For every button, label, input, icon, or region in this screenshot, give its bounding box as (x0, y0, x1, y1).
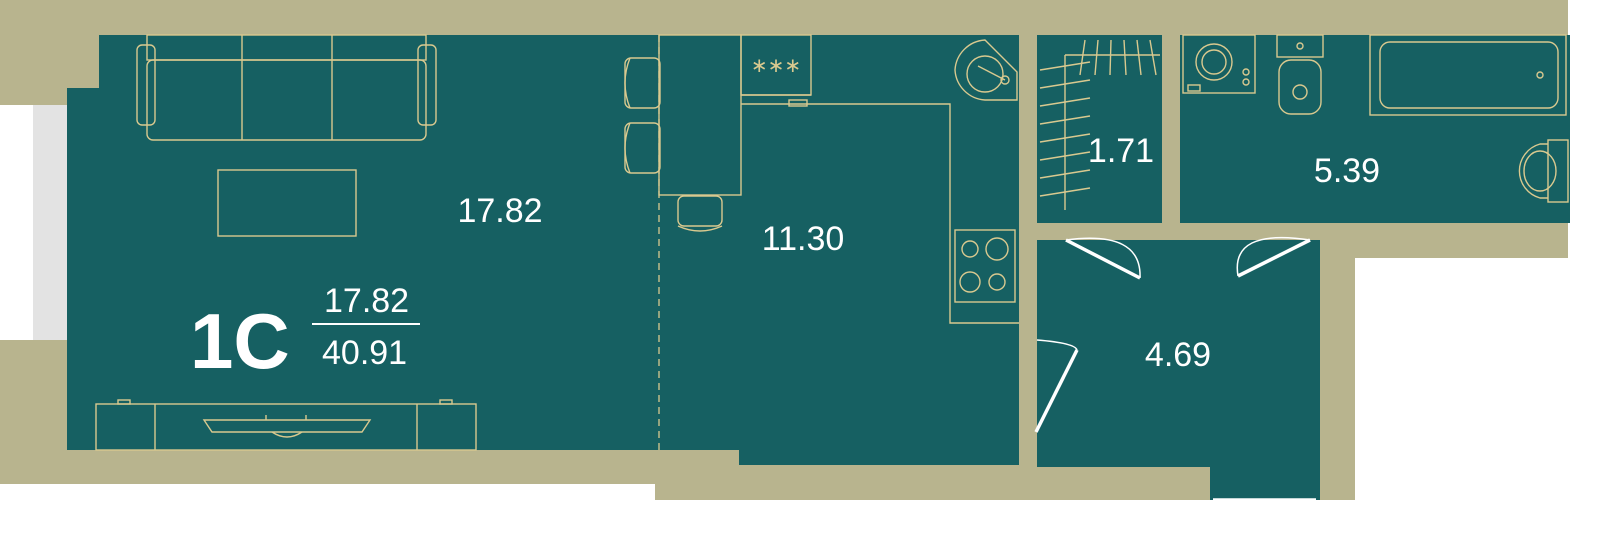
bathroom-fixtures (1182, 34, 1569, 203)
unit-type-label: 1С (190, 297, 290, 385)
living-room-floor (67, 35, 659, 450)
unit-badge: 1С 17.82 40.91 (190, 282, 420, 385)
bar-stool-icon (624, 57, 661, 109)
washbasin-icon (1518, 139, 1569, 203)
washing-machine-icon (1182, 34, 1256, 94)
toilet-icon (1276, 34, 1324, 115)
bathtub-icon (1369, 34, 1567, 116)
bathroom-area-label: 5.39 (1314, 152, 1380, 190)
living-room-area-label: 17.82 (457, 192, 542, 230)
kitchen-floor (659, 35, 1019, 465)
room-labels: 17.82 11.30 1.71 5.39 4.69 (457, 132, 1380, 374)
window (33, 105, 67, 340)
bathroom-door (1236, 236, 1311, 278)
tv-stand-icon (95, 399, 477, 451)
hallway-area-label: 4.69 (1145, 336, 1211, 374)
living-area-label: 17.82 (324, 282, 409, 320)
wardrobe-door (1065, 237, 1141, 280)
kitchen-counter (741, 103, 1019, 324)
bar-counter (658, 34, 742, 196)
total-area-label: 40.91 (322, 334, 407, 372)
doors (1034, 236, 1316, 502)
coffee-table-icon (217, 169, 357, 237)
sink-icon (954, 39, 1018, 101)
bar-stool-icon (677, 195, 723, 232)
kitchen-area-label: 11.30 (762, 220, 845, 258)
svg-text:∗∗∗: ∗∗∗ (751, 55, 801, 77)
kitchen-door (1034, 339, 1079, 433)
kitchen-furniture: ∗∗∗ (624, 34, 1019, 324)
wardrobe-hangers-icon (1039, 39, 1160, 210)
oven-icon: ∗∗∗ (740, 34, 812, 107)
stove-icon (954, 229, 1016, 303)
sofa-icon (136, 34, 437, 141)
hallway-floor (1037, 240, 1320, 500)
bathroom-floor (1180, 35, 1570, 223)
wardrobe-floor (1037, 35, 1162, 223)
wardrobe-area-label: 1.71 (1088, 132, 1154, 170)
bar-stool-icon (624, 122, 661, 174)
living-room-furniture (95, 34, 477, 451)
floors (67, 35, 1570, 500)
